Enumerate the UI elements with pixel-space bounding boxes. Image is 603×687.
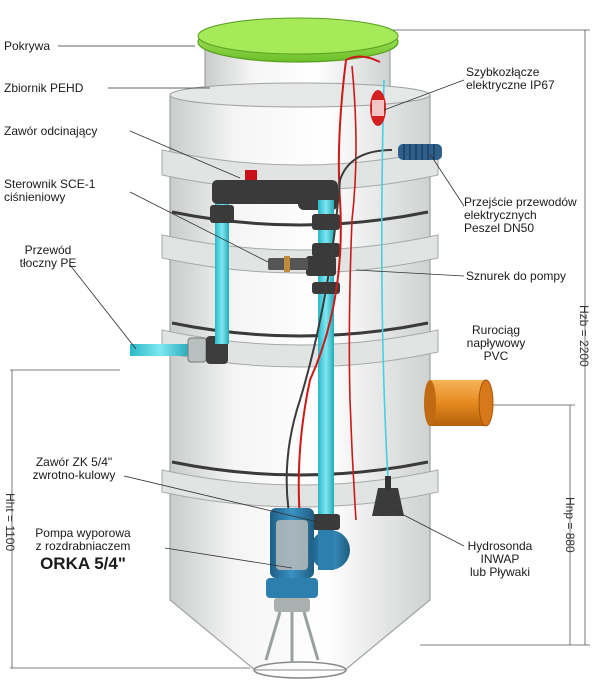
lid xyxy=(197,17,399,63)
dimension-lines xyxy=(10,29,590,669)
leader-lines xyxy=(58,45,465,569)
dimension-hnp: Hnp = 880 xyxy=(563,497,577,553)
quick-connector xyxy=(370,90,386,126)
label-sterownik: Sterownik SCE-1 ciśnieniowy xyxy=(4,177,96,204)
cable-gland xyxy=(398,144,442,160)
label-hydrosonda: Hydrosonda INWAP lub Pływaki xyxy=(467,539,533,579)
label-zbiornik: Zbiornik PEHD xyxy=(4,81,84,95)
pressure-pipe xyxy=(130,170,340,530)
label-pompa: Pompa wyporowa z rozdrabniaczem xyxy=(35,526,131,553)
label-sznurek: Sznurek do pompy xyxy=(466,269,567,283)
cables xyxy=(285,55,393,521)
float-sensor xyxy=(372,476,404,516)
label-zawor-zk: Zawór ZK 5/4" zwrotno-kulowy xyxy=(32,455,116,482)
label-przejscie: Przejście przewodów elektrycznych Peszel… xyxy=(464,195,577,235)
label-pokrywa: Pokrywa xyxy=(4,39,51,53)
label-pompa-model: ORKA 5/4" xyxy=(40,554,126,573)
dimension-hht: Hht = 1100 xyxy=(3,493,17,552)
dimension-hzb: Hzb = 2200 xyxy=(577,305,591,367)
label-zawor-odcinajacy: Zawór odcinający xyxy=(4,124,98,138)
label-rurociag: Rurociąg napływowy PVC xyxy=(466,323,526,363)
inlet-pipe xyxy=(424,379,494,427)
label-szybkozlacze: Szybkozłącze elektryczne IP67 xyxy=(466,65,555,92)
pump xyxy=(264,508,350,662)
label-przewod: Przewód tłoczny PE xyxy=(19,243,77,270)
